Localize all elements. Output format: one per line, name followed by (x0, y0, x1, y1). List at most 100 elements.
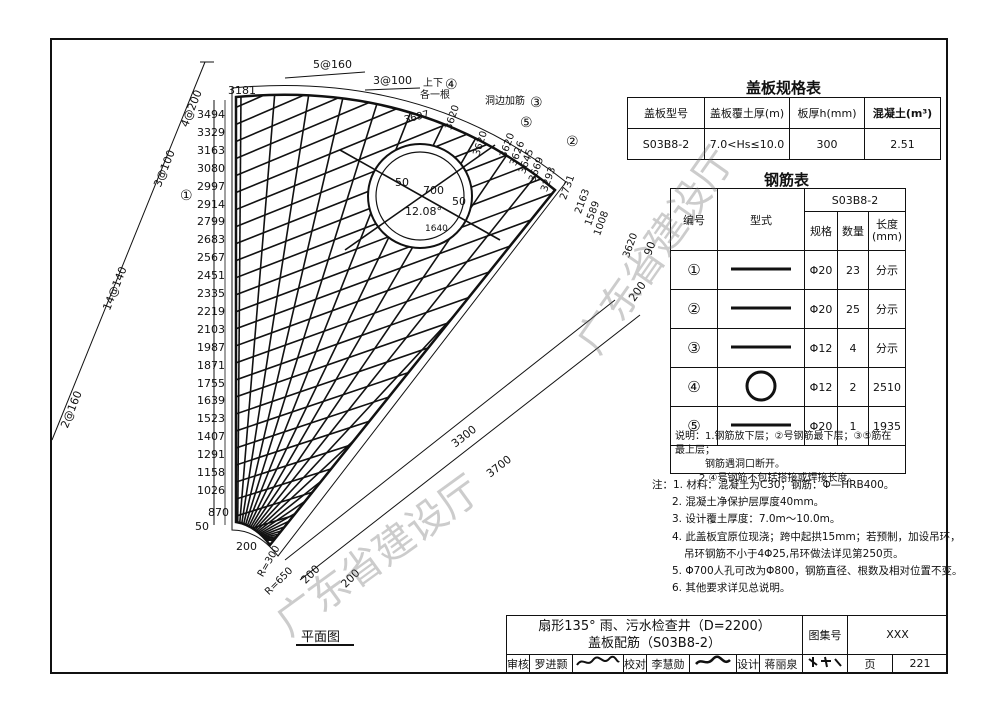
atlas-label: 图集号 (802, 615, 848, 655)
spec-cell-cover: 7.0<Hs≤10.0 (704, 128, 790, 160)
general-notes: 注：1. 材料：混凝土为C30；钢筋：Φ—HRB400。 2. 混凝土净保护层厚… (652, 477, 962, 597)
rebar-shape (717, 406, 805, 446)
rebar-qty: 4 (837, 328, 869, 368)
note-1: 注：1. 材料：混凝土为C30；钢筋：Φ—HRB400。 (652, 479, 895, 491)
marker-2: ② (566, 134, 579, 150)
spec-cell-concrete: 2.51 (864, 128, 941, 160)
dim-top-5: 洞边加筋 (485, 96, 525, 107)
left-dim-label: 1523 (197, 412, 225, 426)
marker-5: ⑤ (520, 115, 533, 131)
left-dim-label: 3329 (197, 125, 225, 139)
drawing-frame (50, 38, 948, 674)
title-block: 扇形135° 雨、污水检查井（D=2200） 盖板配筋（S03B8-2） 图集号… (506, 615, 948, 675)
dim-top-2: 3@100 (373, 74, 412, 87)
spec-table: 盖板型号 盖板覆土厚(m) 板厚h(mm) 混凝土(m³) S03B8-2 7.… (627, 97, 941, 160)
dim-side-k: 50 (195, 520, 209, 533)
marker-1: ① (180, 188, 193, 204)
left-dim-label: 1291 (197, 448, 225, 462)
rebar-spec: Φ20 (804, 250, 838, 290)
left-dim-label: 2914 (197, 197, 225, 211)
spec-header-thickness: 板厚h(mm) (789, 97, 865, 129)
rebar-table-title: 钢筋表 (764, 171, 810, 189)
page-label: 页 (847, 653, 893, 675)
rebar-spec: Φ20 (804, 406, 838, 446)
rebar-len: 分示 (868, 289, 906, 329)
left-dim-label: 2451 (197, 269, 225, 283)
rebar-no: ② (670, 289, 718, 329)
note-4: 4. 此盖板宜原位现浇；跨中起拱15mm；若预制，加设吊环， (672, 530, 961, 543)
left-dim-label: 2997 (197, 179, 225, 193)
rebar-table-note: 说明：1.钢筋放下层；②号钢筋最下层；③⑤筋在最上层； 钢筋遇洞口断开。 2.④… (670, 428, 906, 484)
rebar-shape (717, 250, 805, 290)
hole-dim-c: 50 (452, 195, 466, 208)
left-dim-label: 3080 (197, 161, 225, 175)
dim-top-3: 上下 (423, 78, 443, 89)
note-3: 3. 设计覆土厚度：7.0m～10.0m。 (672, 513, 841, 526)
rebar-note-2: 2.④号钢筋不包括搭接或焊接长度。 (699, 473, 858, 484)
designer-signature (802, 653, 848, 675)
reviewer-name: 罗进颢 (529, 653, 573, 675)
hole-dim-d: 12.08° (405, 205, 442, 218)
rebar-header-shape: 型式 (717, 188, 805, 251)
note-2: 2. 混凝土净保护层厚度40mm。 (672, 496, 825, 509)
rebar-no: ④ (670, 367, 718, 407)
drawing-title-line1: 扇形135° 雨、污水检查井（D=2200） (538, 618, 771, 634)
rebar-len: 2510 (868, 367, 906, 407)
left-dim-label: 870 (208, 506, 229, 519)
left-dim-label: 1755 (197, 376, 225, 390)
rebar-no: ① (670, 250, 718, 290)
rebar-shape (717, 289, 805, 329)
note-4b: 吊环钢筋不小于4Φ25,吊环做法详见第250页。 (684, 547, 904, 560)
rebar-note-1b: 钢筋遇洞口断开。 (705, 459, 785, 470)
left-dim-label: 1871 (197, 358, 225, 372)
marker-4: ④ (445, 77, 458, 93)
checker-name: 李慧勋 (646, 653, 690, 675)
marker-3: ③ (530, 95, 543, 111)
page-number: 221 (892, 653, 948, 675)
checker-signature (689, 653, 737, 675)
left-dim-label: 1639 (197, 394, 225, 408)
left-dim-label: 2567 (197, 251, 225, 265)
rebar-spec: Φ20 (804, 289, 838, 329)
rebar-header-no: 编号 (670, 188, 718, 251)
design-label: 设计 (736, 653, 760, 675)
rebar-header-len: 长度(mm) (868, 211, 906, 251)
left-dim-label: 2683 (197, 233, 225, 247)
designer-name: 蒋丽泉 (759, 653, 803, 675)
spec-cell-model: S03B8-2 (627, 128, 705, 160)
rebar-header-spec: 规格 (804, 211, 838, 251)
atlas-number: XXX (847, 615, 948, 655)
left-dim-label: 3181 (228, 84, 256, 97)
rebar-shape-circle-icon (745, 370, 777, 401)
left-dim-label: 3163 (197, 143, 225, 157)
dim-side-h: 200 (236, 540, 257, 553)
slab-outline (234, 93, 557, 548)
left-dim-label: 1026 (197, 483, 225, 497)
left-dim-label: 2219 (197, 304, 225, 318)
rebar-len: 1935 (868, 406, 906, 446)
spec-header-cover: 盖板覆土厚(m) (704, 97, 790, 129)
drawing-title: 扇形135° 雨、污水检查井（D=2200） 盖板配筋（S03B8-2） (506, 615, 803, 655)
rebar-shape-line-icon (731, 423, 791, 426)
rebar-shape-line-icon (731, 267, 791, 270)
spec-header-concrete: 混凝土(m³) (864, 97, 941, 129)
rebar-qty: 2 (837, 367, 869, 407)
dim-top-1: 5@160 (313, 58, 352, 71)
hole-dim-b: 700 (423, 184, 444, 197)
spec-cell-thickness: 300 (789, 128, 865, 160)
left-dim-label: 2799 (197, 215, 225, 229)
manhole-opening (367, 143, 473, 249)
caption-underline (296, 644, 354, 646)
rebar-len: 分示 (868, 328, 906, 368)
rebar-shape (717, 367, 805, 407)
left-dim-label: 3494 (197, 108, 225, 121)
drawing-caption: 平面图 (301, 630, 341, 645)
reviewer-signature (572, 653, 624, 675)
dim-top-4: 各一根 (420, 90, 450, 101)
rebar-header-code: S03B8-2 (804, 188, 906, 212)
rebar-qty: 25 (837, 289, 869, 329)
